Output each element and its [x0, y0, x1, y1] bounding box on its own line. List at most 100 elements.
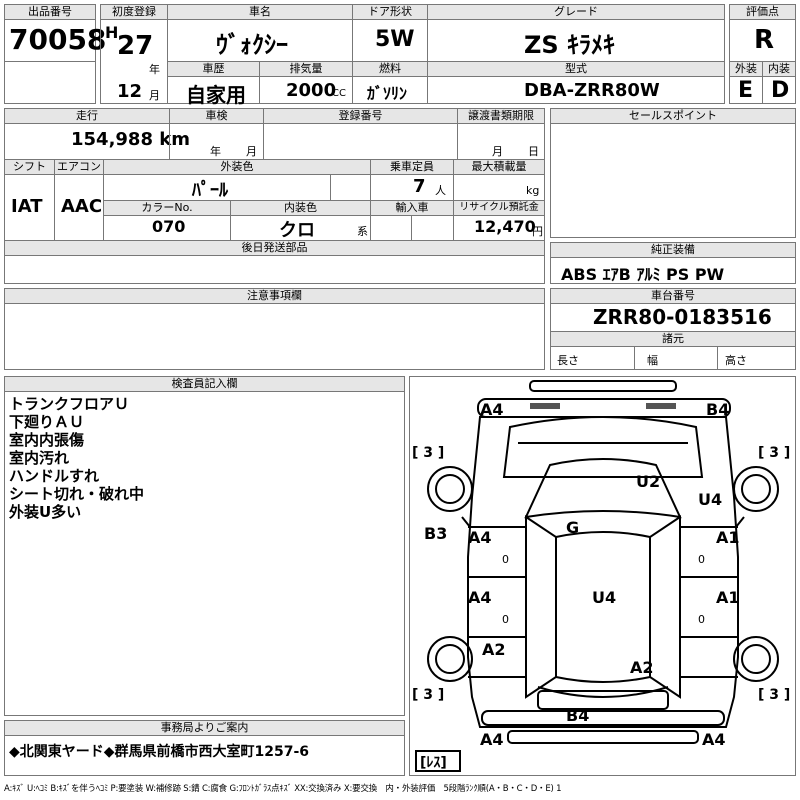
car-name: ｳﾞｫｸｼｰ — [216, 31, 288, 59]
insp-year-unit: 年 — [210, 145, 221, 158]
interior-unit: 系 — [357, 225, 368, 238]
color-no: 070 — [152, 217, 186, 236]
inspector-line: 室内内張傷 — [9, 431, 85, 449]
door-box: ドア形状 5W — [352, 4, 428, 62]
grade-box: グレード ZS ｷﾗﾒｷ — [427, 4, 725, 62]
color-box: 外装色 ﾊﾟｰﾙ — [103, 159, 371, 201]
recycle: 12,470 — [474, 217, 536, 236]
later-parts-box: 後日発送部品 — [4, 240, 545, 284]
import-label: 輸入車 — [371, 201, 453, 216]
color: ﾊﾟｰﾙ — [192, 180, 228, 201]
equipment-box: 純正装備 ABS ｴｱB ｱﾙﾐ PS PW — [550, 242, 796, 284]
mark-rear-glass: A2 — [630, 658, 654, 677]
load-box: 最大積載量 kg — [453, 159, 545, 201]
inspector-line: トランクフロアＵ — [9, 395, 130, 413]
reg-month: 12 — [117, 81, 143, 102]
inspector-box: 検査員記入欄 トランクフロアＵ 下廻りＡＵ 室内内張傷 室内汚れ ハンドルすれ … — [4, 376, 405, 716]
door: 5W — [375, 27, 415, 52]
inspector-label: 検査員記入欄 — [5, 377, 404, 392]
mileage: 154,988 km — [71, 129, 190, 150]
mark-right-front-door: A1 — [716, 528, 740, 547]
ext-label: 外装 — [730, 62, 762, 77]
score: R — [754, 25, 775, 55]
mark-rear-right: A4 — [702, 730, 726, 749]
load-label: 最大積載量 — [454, 160, 544, 175]
inspector-line: 室内汚れ — [9, 449, 70, 467]
interior-box: 内装色 クロ 系 — [230, 200, 371, 241]
mark-rear-left: A4 — [480, 730, 504, 749]
cc-unit: CC — [332, 88, 346, 99]
color-no-box: カラーNo. 070 — [103, 200, 231, 241]
shift-label: シフト — [5, 160, 54, 175]
zero-mark: 0 — [502, 613, 509, 626]
tire-rear-right: [ 3 ] — [758, 687, 790, 703]
ac-box: エアコン AAC — [54, 159, 104, 241]
tire-rear-left: [ 3 ] — [412, 687, 444, 703]
spec-label: 諸元 — [551, 331, 795, 347]
office-box: 事務局よりご案内 ◆北関東ヤード◆群馬県前橋市西大室町1257-6 — [4, 720, 405, 776]
mark-hood-right: U4 — [698, 490, 722, 509]
ac-label: エアコン — [55, 160, 103, 175]
lot-number-box: 出品番号 70058 — [4, 4, 106, 62]
color-no-label: カラーNo. — [104, 201, 230, 216]
chassis: ZRR80-0183516 — [593, 305, 772, 329]
int-score: D — [771, 78, 790, 103]
mark-left-fender: B3 — [424, 524, 447, 543]
zero-mark: 0 — [698, 613, 705, 626]
car-diagram: A4 B4 U2 U4 B3 G A4 A1 A4 A1 U4 A2 A2 B4… — [412, 380, 790, 772]
later-parts-label: 後日発送部品 — [5, 241, 544, 256]
inspection-label: 車検 — [170, 109, 263, 124]
mark-left-front-door: A4 — [468, 528, 492, 547]
score-label: 評価点 — [730, 5, 795, 20]
legend: A:ｷｽﾞ U:ﾍｺﾐ B:ｷｽﾞを伴うﾍｺﾐ P:要塗装 W:補修跡 S:錆 … — [4, 784, 562, 794]
mark-front-left: A4 — [480, 400, 504, 419]
sales-point-label: セールスポイント — [551, 109, 795, 124]
mark-center: U4 — [592, 588, 616, 607]
doc-deadline-box: 譲渡書類期限 月 日 — [457, 108, 545, 160]
equipment: ABS ｴｱB ｱﾙﾐ PS PW — [561, 265, 725, 284]
office-label: 事務局よりご案内 — [5, 721, 404, 736]
width-label: 幅 — [647, 354, 658, 367]
model-label: 型式 — [428, 62, 724, 77]
top-header-block: 出品番号 70058 初度登録 H 27 年 12 月 車名 ｳﾞｫｸｼｰ 車歴… — [4, 4, 796, 107]
color-label: 外装色 — [104, 160, 370, 175]
mark-left-rear-quarter: A2 — [482, 640, 506, 659]
spec-divider-2 — [717, 346, 718, 370]
fuel: ｶﾞｿﾘﾝ — [367, 84, 408, 103]
notes-box: 注意事項欄 — [4, 288, 545, 370]
mark-left-rear-door: A4 — [468, 588, 492, 607]
month-unit: 月 — [149, 89, 160, 102]
sales-point-box: セールスポイント — [550, 108, 796, 238]
mark-right-rear-door: A1 — [716, 588, 740, 607]
length-label: 長さ — [557, 354, 579, 367]
recycle-unit: 円 — [532, 225, 543, 238]
car-diagram-box: A4 B4 U2 U4 B3 G A4 A1 A4 A1 U4 A2 A2 B4… — [409, 376, 796, 776]
car-name-box: 車名 ｳﾞｫｸｼｰ — [167, 4, 353, 62]
import-box: 輸入車 — [370, 200, 454, 241]
fuel-box: 燃料 ｶﾞｿﾘﾝ — [352, 61, 428, 104]
capacity: 7 — [413, 176, 426, 197]
inspector-line: シート切れ・破れ中 — [9, 485, 145, 503]
displacement-box: 排気量 2000 CC — [259, 61, 353, 104]
load-unit: kg — [526, 184, 540, 197]
zero-mark: 0 — [698, 553, 705, 566]
spare-tire: [ﾚｽ] — [420, 755, 447, 771]
score-box: 評価点 R — [729, 4, 796, 62]
color-sub-divider — [330, 174, 331, 201]
lot-number: 70058 — [9, 23, 107, 56]
recycle-box: リサイクル預託金 12,470 円 — [453, 200, 545, 241]
year-unit: 年 — [149, 63, 160, 76]
inspector-line: 下廻りＡＵ — [9, 413, 85, 431]
ac: AAC — [61, 196, 103, 217]
chassis-label: 車台番号 — [551, 289, 795, 304]
reg-year: 27 — [117, 31, 154, 61]
ext-score-box: 外装 E — [729, 61, 763, 104]
history-box: 車歴 自家用 — [167, 61, 260, 107]
interior-label: 内装色 — [231, 201, 370, 216]
vehicle-info-block: 走行 154,988 km 車検 年 月 登録番号 譲渡書類期限 月 日 シフト… — [4, 108, 545, 284]
interior: クロ — [279, 220, 315, 241]
displacement-label: 排気量 — [260, 62, 352, 77]
mark-windshield: U2 — [636, 472, 660, 491]
era: H — [105, 23, 119, 42]
history: 自家用 — [186, 83, 246, 107]
